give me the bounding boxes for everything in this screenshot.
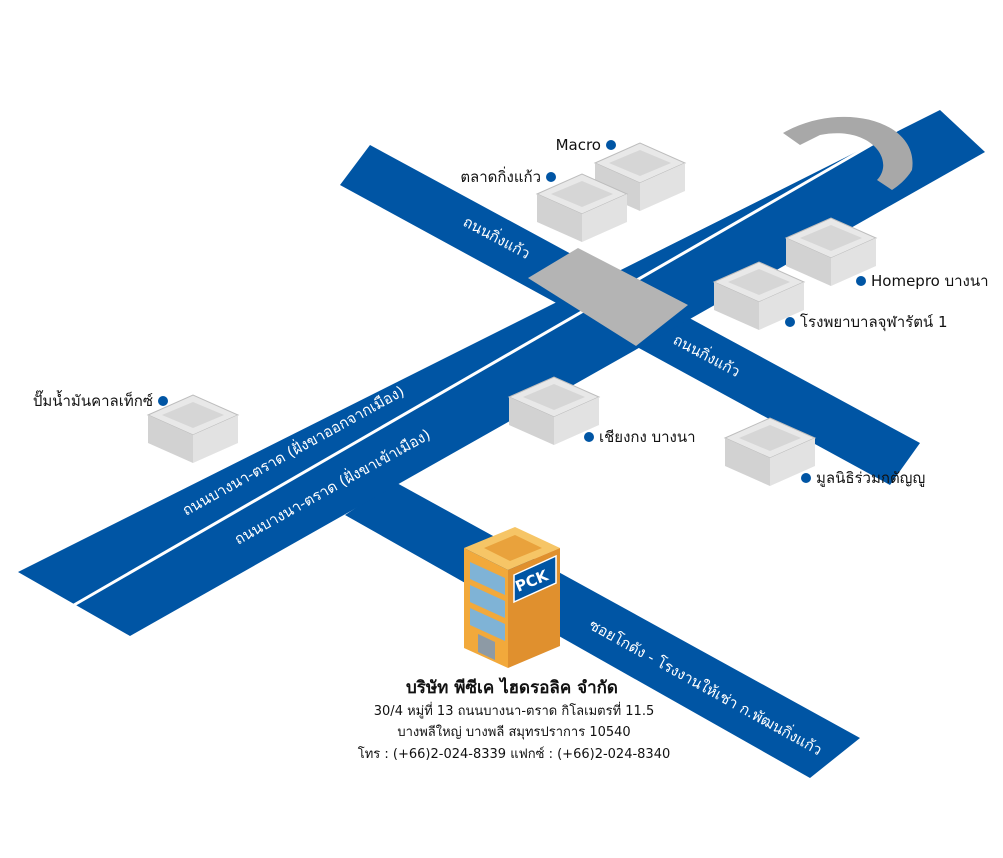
map-marker-icon [801, 473, 811, 483]
building-caltex [146, 394, 240, 463]
landmark-homepro: Homepro บางนา [856, 272, 989, 290]
landmark-caltex: ปั๊มน้ำมันคาลเท็กซ์ [33, 390, 168, 410]
map-marker-icon [158, 396, 168, 406]
landmark-kingkaew-market: ตลาดกิ่งแก้ว [460, 166, 556, 186]
company-window [470, 562, 505, 595]
landmark-label: ปั๊มน้ำมันคาลเท็กซ์ [33, 390, 153, 410]
company-building: PCK [464, 527, 560, 668]
landmark-label: มูลนิธิร่วมกตัญญู [816, 469, 925, 487]
map-marker-icon [546, 172, 556, 182]
intersection-overpass [528, 248, 688, 346]
landmark-label: เชียงกง บางนา [599, 428, 696, 446]
landmark-macro: Macro [556, 136, 616, 154]
building-macro [593, 142, 687, 211]
company-logo-box [513, 554, 557, 604]
company-window [470, 608, 505, 641]
company-address-line2: บางพลีใหญ่ บางพลี สมุทรปราการ 10540 [397, 724, 630, 740]
road-center-line [73, 110, 929, 607]
map-marker-icon [606, 140, 616, 150]
map-marker-icon [584, 432, 594, 442]
building-chiang-kong [507, 376, 601, 445]
building-homepro [784, 217, 878, 286]
landmark-label: Homepro บางนา [871, 272, 989, 290]
company-window [470, 585, 505, 618]
company-contact: โทร : (+66)2-024-8339 แฟกซ์ : (+66)2-024… [358, 746, 671, 762]
landmark-label: Macro [556, 136, 601, 154]
building-chularat-hospital [712, 261, 806, 330]
company-info: บริษัท พีซีเค ไฮดรอลิค จำกัด 30/4 หมู่ที… [358, 677, 671, 762]
bangna-trad-road [18, 110, 985, 636]
landmark-label: ตลาดกิ่งแก้ว [460, 166, 541, 186]
map-marker-icon [856, 276, 866, 286]
company-name: บริษัท พีซีเค ไฮดรอลิค จำกัด [406, 677, 618, 698]
map-marker-icon [785, 317, 795, 327]
landmark-chiang-kong: เชียงกง บางนา [584, 428, 696, 446]
building-ruamkatanyu [723, 417, 817, 486]
landmark-ruamkatanyu: มูลนิธิร่วมกตัญญู [801, 469, 925, 487]
building-kingkaew-market [535, 173, 629, 242]
landmark-chularat-hospital: โรงพยาบาลจุฬารัตน์ 1 [785, 313, 948, 332]
company-address-line1: 30/4 หมู่ที่ 13 ถนนบางนา-ตราด กิโลเมตรที… [374, 702, 654, 719]
landmark-label: โรงพยาบาลจุฬารัตน์ 1 [800, 313, 948, 332]
u-turn-ramp [783, 116, 913, 190]
company-door [478, 634, 495, 660]
